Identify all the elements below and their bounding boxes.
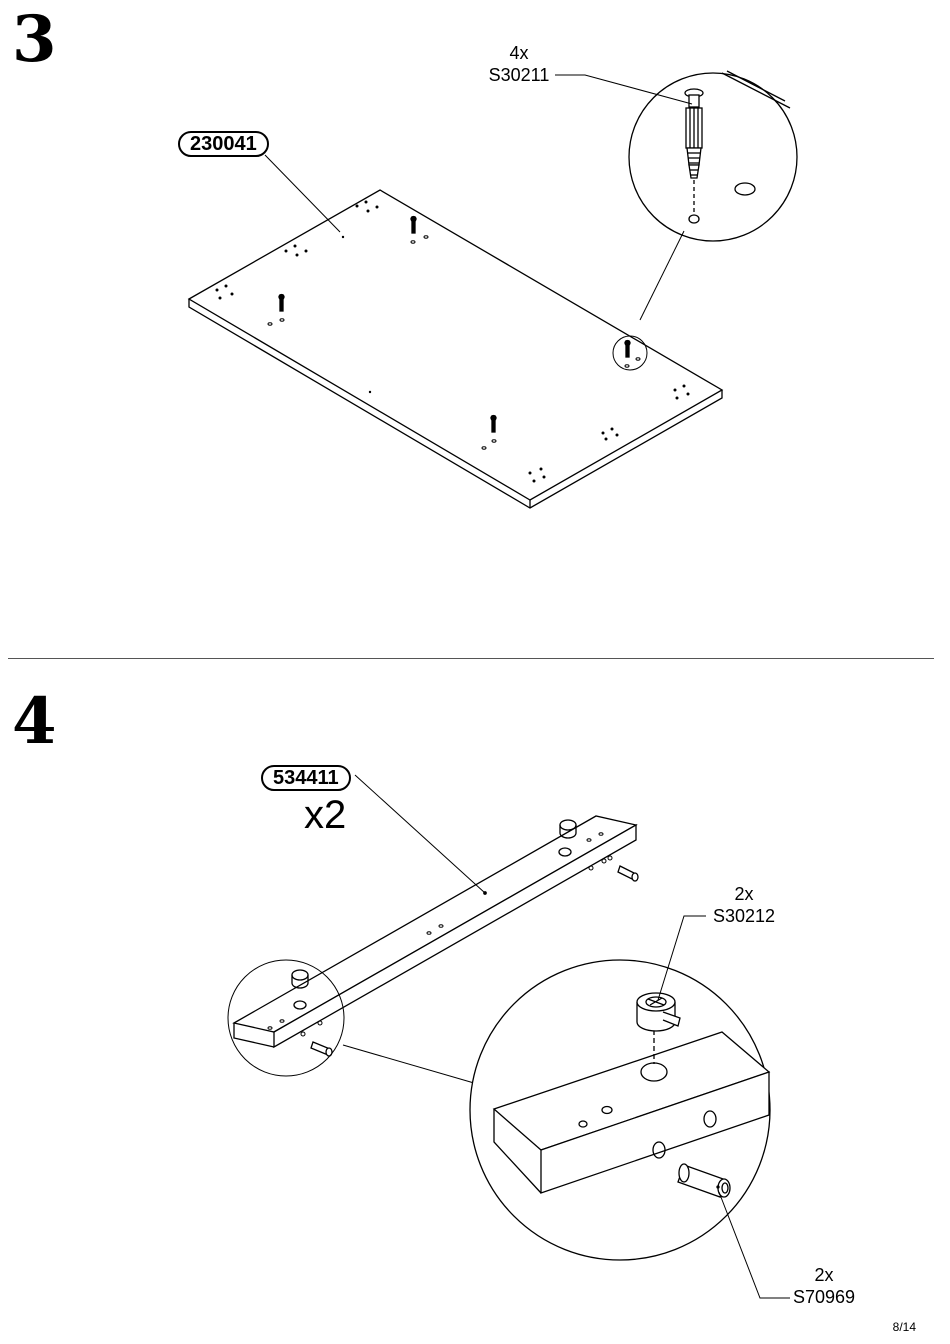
detail-circle-step3 bbox=[555, 71, 797, 320]
fitting-callout-s30212: 2x S30212 bbox=[706, 883, 782, 927]
fitting-code: S30211 bbox=[484, 64, 554, 86]
part-quantity: x2 bbox=[304, 795, 346, 835]
step-number-3: 3 bbox=[12, 8, 57, 72]
step-number-4: 4 bbox=[12, 690, 57, 754]
fitting-code: S70969 bbox=[786, 1286, 862, 1308]
fitting-callout-s30211: 4x S30211 bbox=[484, 42, 554, 86]
detail-circle-step4 bbox=[470, 916, 790, 1298]
fitting-code: S30212 bbox=[706, 905, 782, 927]
fitting-callout-s70969: 2x S70969 bbox=[786, 1264, 862, 1308]
part-number-label: 230041 bbox=[178, 131, 269, 157]
board-panel-230041 bbox=[189, 190, 722, 508]
part-number-label-rail: 534411 bbox=[261, 765, 351, 791]
fitting-quantity: 2x bbox=[786, 1264, 862, 1286]
page-number: 8/14 bbox=[893, 1320, 916, 1334]
section-divider bbox=[8, 658, 934, 659]
fitting-quantity: 4x bbox=[484, 42, 554, 64]
fitting-quantity: 2x bbox=[706, 883, 782, 905]
